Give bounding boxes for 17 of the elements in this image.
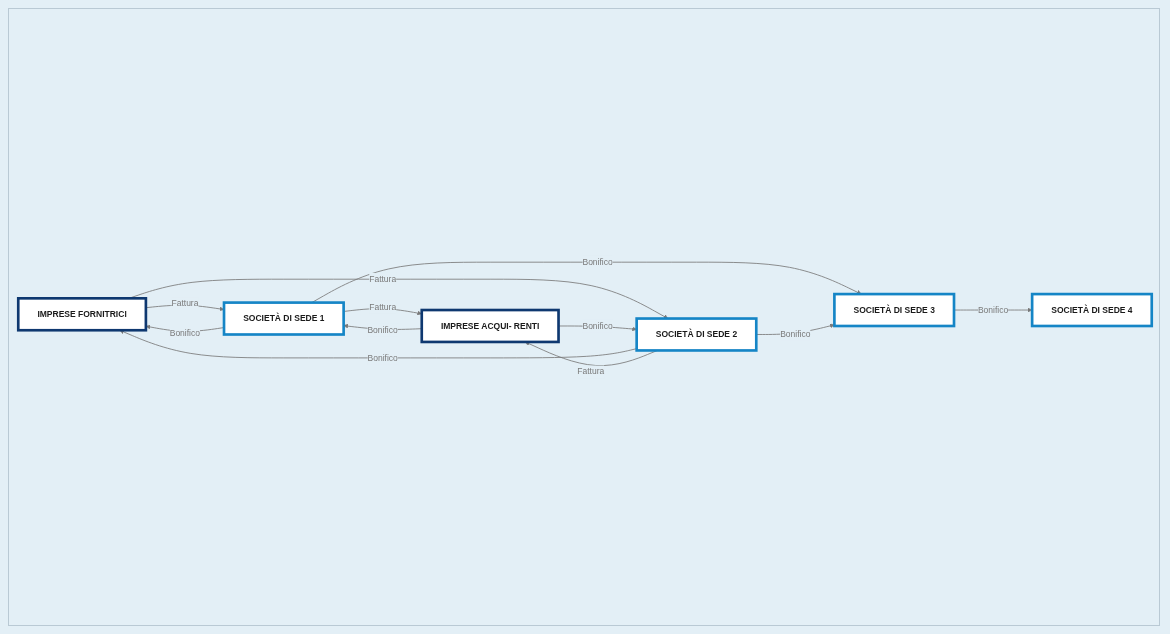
edge-label: Bonifico	[367, 325, 398, 335]
edge-label: Fattura	[577, 367, 605, 377]
node-box: SOCIETÀ DI SEDE 2	[635, 317, 758, 352]
edge-label: Fattura	[369, 274, 397, 284]
node-box: SOCIETÀ DI SEDE 4	[1030, 292, 1154, 328]
edge-label: Bonifico	[367, 353, 398, 363]
node-box: IMPRESE ACQUI- RENTI	[420, 308, 560, 344]
edge-label: Bonifico	[169, 328, 200, 338]
edge-label: Bonifico	[582, 257, 613, 267]
edge-label: Fattura	[369, 302, 397, 312]
edge-label: Fattura	[171, 298, 199, 308]
node-box: IMPRESE FORNITRICI	[16, 297, 148, 332]
node-box: SOCIETÀ DI SEDE 1	[222, 301, 345, 336]
edge-label: Bonifico	[977, 305, 1009, 315]
edge-label: Bonifico	[582, 321, 613, 331]
node-box: SOCIETÀ DI SEDE 3	[833, 292, 956, 328]
edge-label: Bonifico	[780, 329, 811, 339]
